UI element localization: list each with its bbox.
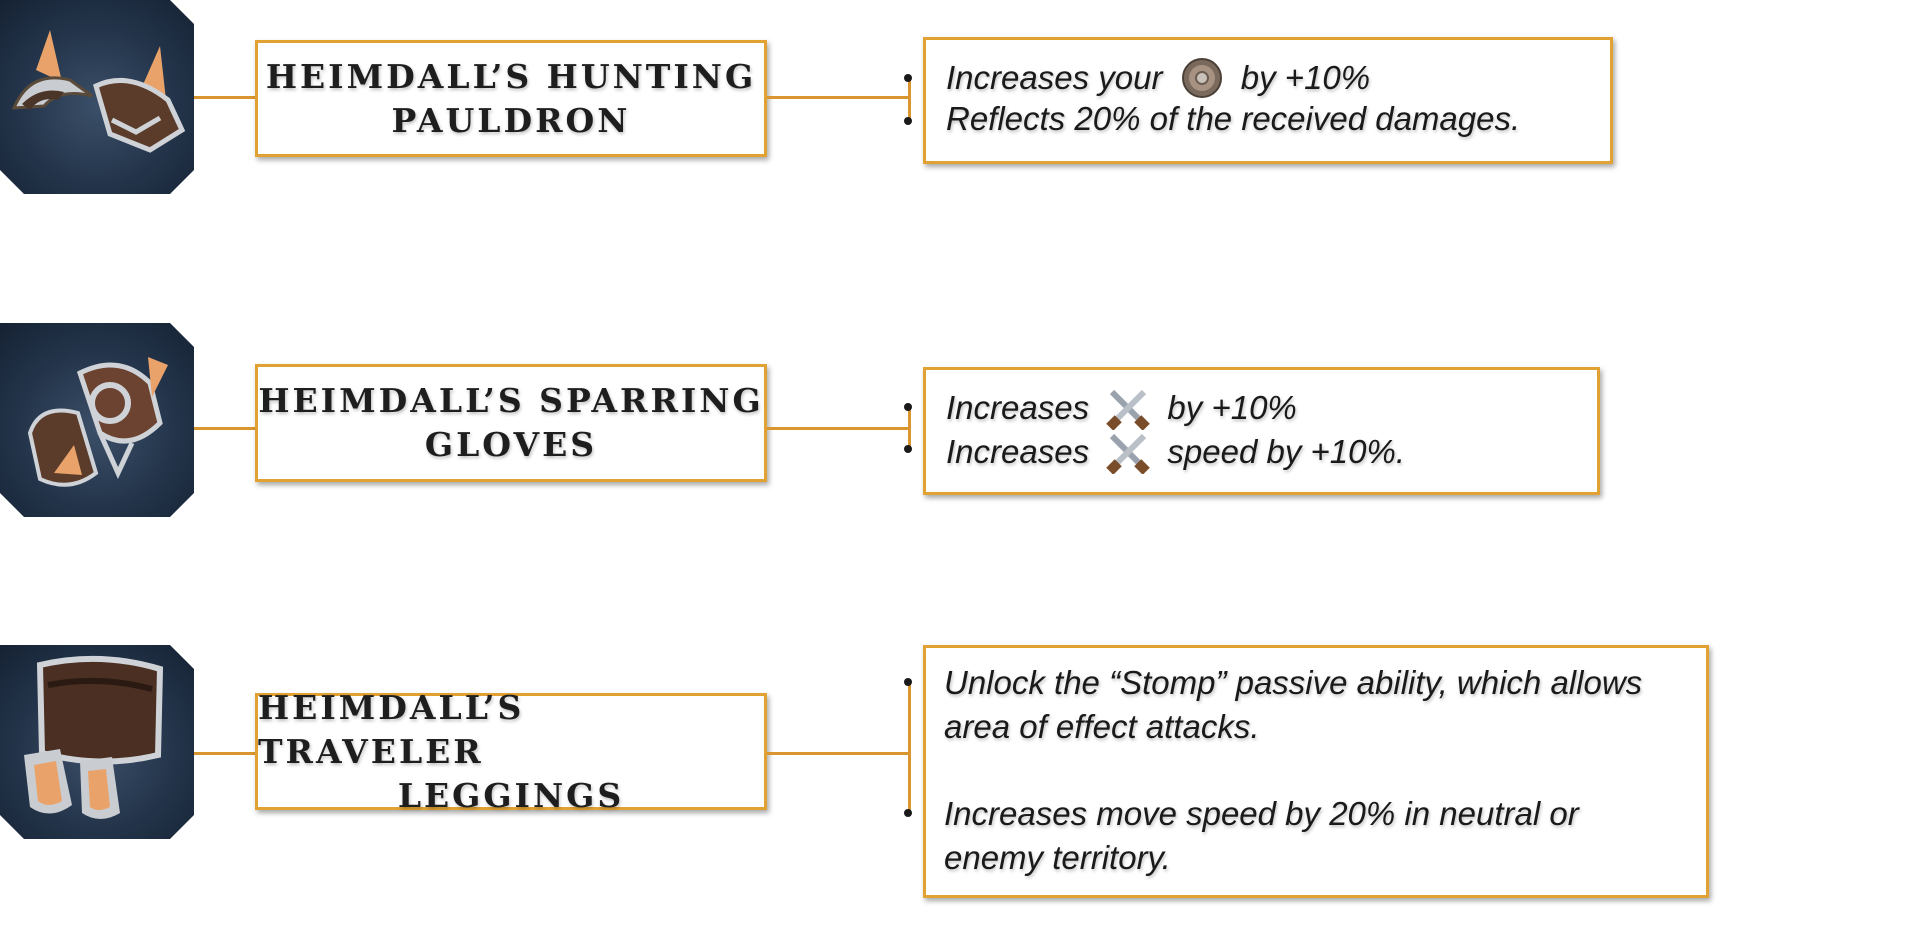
gloves-icon bbox=[0, 323, 194, 517]
description-line: Increases speed by +10%. bbox=[946, 430, 1405, 474]
item-description-box: Unlock the “Stomp” passive ability, whic… bbox=[923, 645, 1709, 898]
description-line: area of effect attacks. bbox=[944, 708, 1260, 745]
description-line: Increases move speed by 20% in neutral o… bbox=[944, 795, 1579, 832]
connector-left bbox=[194, 752, 256, 755]
item-description-box: Increases your by +10% Reflects 20% of t… bbox=[923, 37, 1613, 164]
item-title-box: HEIMDALL’S TRAVELER LEGGINGS bbox=[255, 688, 767, 815]
connector-right bbox=[767, 427, 910, 430]
item-title-box: HEIMDALL’S HUNTING PAULDRON bbox=[255, 40, 767, 157]
crossed-swords-icon bbox=[1106, 430, 1151, 474]
description-line: enemy territory. bbox=[944, 839, 1171, 876]
description-line: Unlock the “Stomp” passive ability, whic… bbox=[944, 664, 1643, 701]
connector-bracket bbox=[908, 680, 911, 811]
bullet-dot bbox=[904, 403, 912, 411]
description-line: Reflects 20% of the received damages. bbox=[946, 100, 1521, 137]
bullet-dot bbox=[904, 74, 912, 82]
item-row-leggings: HEIMDALL’S TRAVELER LEGGINGS Unlock the … bbox=[0, 645, 1920, 905]
bullet-dot bbox=[904, 117, 912, 125]
item-title-line1: HEIMDALL’S HUNTING bbox=[265, 56, 757, 96]
bullet-dot bbox=[904, 445, 912, 453]
description-line: Increases your by +10% bbox=[946, 56, 1370, 100]
bullet-dot bbox=[904, 678, 912, 686]
item-title-line1: HEIMDALL’S SPARRING bbox=[258, 381, 764, 420]
crossed-swords-icon bbox=[1106, 386, 1151, 430]
connector-left bbox=[194, 96, 256, 99]
connector-right bbox=[767, 752, 910, 755]
item-title-line2: LEGGINGS bbox=[397, 775, 625, 815]
item-title-line1: HEIMDALL’S TRAVELER bbox=[258, 687, 525, 771]
item-row-gloves: HEIMDALL’S SPARRING GLOVES Increases by … bbox=[0, 323, 1920, 523]
item-title-line2: GLOVES bbox=[424, 425, 598, 464]
item-description-box: Increases by +10% Increases bbox=[923, 367, 1600, 495]
shield-icon bbox=[1180, 56, 1224, 100]
connector-bracket bbox=[908, 405, 911, 449]
connector-right bbox=[767, 96, 910, 99]
description-line: Increases by +10% bbox=[946, 386, 1297, 430]
connector-left bbox=[194, 427, 256, 430]
item-title-box: HEIMDALL’S SPARRING GLOVES bbox=[255, 364, 767, 482]
bullet-dot bbox=[904, 809, 912, 817]
item-row-pauldron: HEIMDALL’S HUNTING PAULDRON Increases yo… bbox=[0, 0, 1920, 200]
leggings-icon bbox=[0, 645, 194, 839]
connector-bracket bbox=[908, 76, 911, 120]
pauldron-icon bbox=[0, 0, 194, 194]
item-title-line2: PAULDRON bbox=[391, 100, 631, 140]
